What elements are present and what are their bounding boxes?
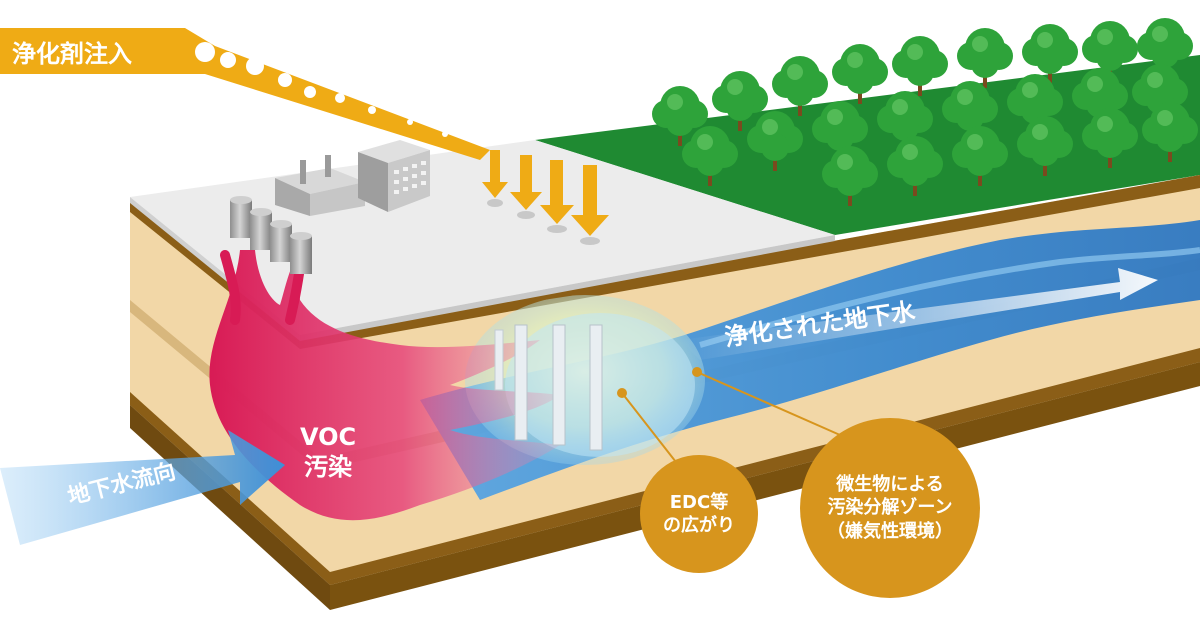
tree-icon <box>822 146 878 206</box>
voc-label-line1: VOC <box>300 423 357 451</box>
tree-icon <box>887 136 943 196</box>
tree-icon <box>1007 74 1063 134</box>
microbe-callout-line3: （嫌気性環境） <box>827 520 953 542</box>
forest <box>652 18 1198 206</box>
edc-callout-line2: の広がり <box>663 515 735 536</box>
drum-barrel-icon <box>270 220 292 262</box>
tree-icon <box>1072 68 1128 128</box>
tree-icon <box>1082 108 1138 168</box>
drum-barrels <box>230 196 312 274</box>
injection-well-icon <box>514 324 528 441</box>
factory-icon <box>275 155 365 216</box>
purified-flow-arrow <box>680 268 1158 360</box>
edc-callout-line1: EDC等 <box>669 491 729 513</box>
tree-icon <box>682 126 738 186</box>
injection-well-icon <box>552 324 566 446</box>
tree-icon <box>747 111 803 171</box>
groundwater-flow-arrow <box>0 430 285 545</box>
injection-stream <box>0 28 609 245</box>
tree-icon <box>772 56 828 116</box>
tree-icon <box>957 28 1013 88</box>
tree-icon <box>877 91 933 151</box>
tree-icon <box>812 101 868 161</box>
voc-label-line2: 汚染 <box>304 453 353 481</box>
tree-icon <box>652 86 708 146</box>
injection-well-icon <box>589 324 603 451</box>
tree-icon <box>952 126 1008 186</box>
office-building-icon <box>358 140 430 212</box>
injection-label: 浄化剤注入 <box>12 40 132 68</box>
tree-icon <box>1082 21 1138 81</box>
tree-icon <box>1142 102 1198 162</box>
tree-icon <box>1137 18 1193 78</box>
edc-callout: EDC等 の広がり <box>640 455 758 573</box>
tree-icon <box>712 71 768 131</box>
tree-icon <box>1017 116 1073 176</box>
microbe-callout: 微生物による 汚染分解ゾーン （嫌気性環境） <box>800 418 980 598</box>
microbe-callout-line1: 微生物による <box>836 473 944 495</box>
tree-icon <box>942 81 998 141</box>
voc-label: VOC 汚染 <box>300 422 356 482</box>
microbe-callout-line2: 汚染分解ゾーン <box>827 497 953 519</box>
tree-icon <box>1022 24 1078 84</box>
drum-barrel-icon <box>250 208 272 250</box>
drum-barrel-icon <box>290 232 312 274</box>
tree-icon <box>892 36 948 96</box>
microbe-leader-line <box>696 371 841 436</box>
drum-barrel-icon <box>230 196 252 238</box>
injection-wells <box>494 324 603 451</box>
tree-icon <box>832 44 888 104</box>
